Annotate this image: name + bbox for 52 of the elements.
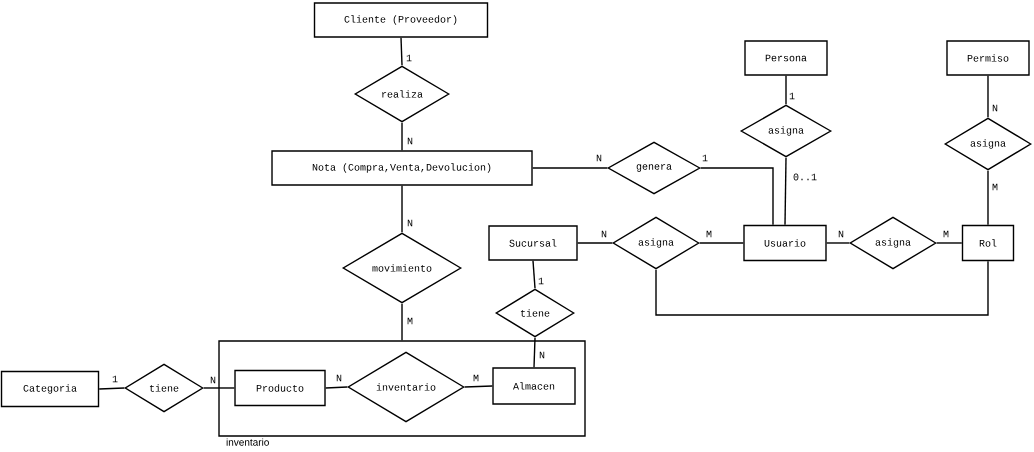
cardinality-label: 1: [701, 153, 709, 163]
connector-line: [203, 387, 235, 389]
entity-box: Rol: [961, 224, 1015, 262]
cardinality-label: N: [538, 350, 546, 360]
cardinality-label: 0..1: [792, 172, 818, 182]
connector-line: [464, 385, 493, 388]
connector-line: [936, 242, 963, 244]
cardinality-label: N: [837, 229, 845, 239]
connector-line: [700, 167, 774, 226]
cardinality-label: M: [991, 182, 999, 192]
cardinality-label: 1: [788, 91, 796, 101]
entity-box: Almacen: [492, 367, 576, 405]
cardinality-label: N: [406, 136, 414, 146]
connector-line: [325, 386, 348, 389]
entity-box: Cliente (Proveedor): [313, 2, 489, 38]
cardinality-label: N: [335, 373, 343, 383]
connector-line: [532, 260, 536, 289]
entity-box: Producto: [234, 369, 326, 407]
cardinality-label: M: [406, 316, 414, 326]
connector-line: [400, 37, 403, 66]
node-label: inventario: [226, 438, 269, 446]
cardinality-label: 1: [537, 276, 545, 286]
connector-line: [401, 185, 403, 233]
entity-box: Persona: [744, 40, 828, 76]
entity-box: Permiso: [946, 40, 1030, 76]
connector-line: [401, 303, 403, 341]
cardinality-label: M: [942, 229, 950, 239]
connector-line: [532, 167, 608, 169]
connector-line: [987, 75, 989, 118]
connector-line: [699, 242, 744, 244]
cardinality-label: N: [209, 375, 217, 385]
cardinality-label: N: [406, 218, 414, 228]
connector-line: [826, 242, 850, 244]
entity-box: Categoria: [0, 370, 100, 408]
cardinality-label: 1: [111, 374, 119, 384]
connector-line: [98, 387, 125, 390]
cardinality-label: M: [705, 229, 713, 239]
connector-line: [533, 337, 536, 368]
connector-line: [784, 157, 787, 226]
cardinality-label: 1: [405, 53, 413, 63]
connector-line: [655, 260, 989, 316]
connector-line: [987, 170, 989, 226]
cardinality-label: M: [472, 373, 480, 383]
entity-box: Nota (Compra,Venta,Devolucion): [271, 150, 533, 186]
cardinality-label: N: [600, 229, 608, 239]
entity-box: Usuario: [743, 224, 827, 262]
connector-line: [577, 242, 613, 244]
connector-line: [401, 122, 403, 151]
cardinality-label: N: [595, 153, 603, 163]
cardinality-label: N: [991, 103, 999, 113]
entity-box: Sucursal: [488, 225, 578, 261]
connector-line: [785, 75, 787, 105]
